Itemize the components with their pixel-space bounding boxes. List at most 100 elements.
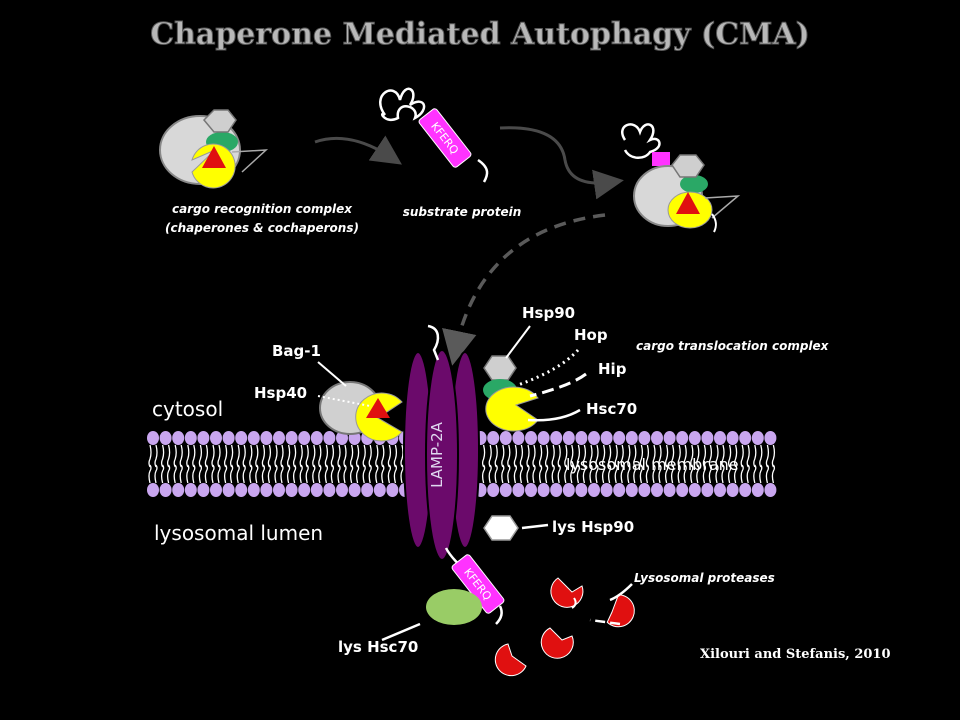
lipid-tail: [570, 464, 574, 484]
lipid-tail: [236, 464, 240, 484]
hsc70-label: Hsc70: [586, 400, 637, 418]
lipid-head-top: [260, 431, 273, 445]
lipid-tail: [355, 464, 360, 484]
lipid-head-bottom: [260, 483, 273, 497]
bound-kferq-tag: [652, 152, 670, 166]
lipid-head-top: [701, 431, 714, 445]
lipid-tail: [481, 444, 486, 468]
lipid-tail: [595, 444, 599, 468]
lipid-tail: [280, 444, 284, 468]
lipid-tail: [551, 444, 555, 468]
lipid-tail: [627, 444, 631, 468]
lipid-head-bottom: [361, 483, 374, 497]
lipid-head-top: [688, 431, 701, 445]
lipid-tail: [381, 464, 385, 484]
lipid-head-bottom: [336, 483, 348, 497]
lipid-head-bottom: [764, 483, 777, 497]
lipid-tail: [343, 444, 347, 468]
lipid-head-top: [323, 431, 336, 445]
lipid-tail: [249, 444, 253, 468]
protease-3: [540, 627, 574, 659]
lipid-tail: [765, 444, 770, 468]
lipid-tail: [223, 444, 228, 468]
lipid-head-top: [147, 431, 159, 445]
lipid-tail: [198, 464, 203, 484]
lipid-tail: [721, 444, 725, 468]
lipid-tail: [607, 464, 612, 484]
lipid-head-bottom: [172, 483, 185, 497]
lipid-tail: [708, 444, 713, 468]
lipid-tail: [507, 464, 511, 484]
lipid-head-bottom: [147, 483, 159, 497]
lipid-tail: [204, 444, 209, 468]
lipid-head-bottom: [386, 483, 399, 497]
lamp2a-receptor: LAMP-2A: [403, 324, 480, 561]
lipid-tail: [513, 464, 518, 484]
protease-1: [550, 577, 584, 608]
lipid-tail: [645, 464, 650, 484]
hop-pointer: [517, 348, 580, 387]
lys-hsp90-label: lys Hsp90: [552, 518, 634, 536]
lipid-tail: [312, 444, 316, 468]
lipid-tail: [261, 444, 266, 468]
lipid-tail: [513, 444, 518, 468]
lipid-head-top: [714, 431, 726, 445]
lipid-tail: [368, 464, 372, 484]
lipid-head-bottom: [600, 483, 613, 497]
lipid-head-top: [499, 431, 512, 445]
bound-hop-shape: [680, 175, 708, 193]
lipid-tail: [318, 444, 322, 468]
lipid-head-bottom: [751, 483, 764, 497]
lipid-head-top: [613, 431, 626, 445]
lipid-tail: [532, 444, 536, 468]
lipid-tail: [501, 444, 505, 468]
lipid-head-bottom: [373, 483, 386, 497]
lipid-head-top: [512, 431, 525, 445]
lipid-tail: [249, 464, 253, 484]
lipid-head-top: [739, 431, 752, 445]
substrate-coil: [379, 87, 426, 122]
lipid-tail: [690, 444, 694, 468]
lipid-tail: [733, 464, 738, 484]
lipid-head-bottom: [663, 483, 676, 497]
lipid-tail: [400, 444, 404, 468]
lipid-head-bottom: [487, 483, 500, 497]
lipid-tail: [564, 464, 568, 484]
lipid-head-top: [172, 431, 185, 445]
lipid-tail: [576, 464, 581, 484]
lipid-tail: [733, 444, 738, 468]
lipid-tail: [217, 444, 221, 468]
lipid-tail: [519, 464, 524, 484]
lipid-head-top: [525, 431, 537, 445]
lipid-tail: [337, 464, 341, 484]
lipid-tail: [652, 444, 656, 468]
lipid-tail: [312, 464, 316, 484]
lipid-tail: [192, 464, 196, 484]
lysosomal-proteases-group: [494, 577, 635, 677]
lipid-head-top: [588, 431, 600, 445]
lipid-head-top: [487, 431, 500, 445]
lipid-tail: [544, 444, 549, 468]
lipid-head-bottom: [651, 483, 663, 497]
lipid-head-bottom: [537, 483, 550, 497]
lipid-tail: [576, 444, 581, 468]
lipid-tail: [620, 464, 624, 484]
lipid-head-top: [663, 431, 676, 445]
lipid-head-bottom: [550, 483, 563, 497]
lipid-tail: [375, 464, 379, 484]
lipid-tail: [721, 464, 725, 484]
hsp90-right-shape: [483, 355, 517, 381]
lipid-tail: [387, 444, 392, 468]
lipid-tail: [337, 444, 341, 468]
lipid-tail: [173, 464, 177, 484]
substrate-tail: [477, 158, 489, 183]
lipid-tail: [519, 444, 524, 468]
lipid-tail: [330, 464, 335, 484]
lipid-head-top: [600, 431, 613, 445]
lipid-tail: [368, 444, 372, 468]
lipid-tail: [236, 444, 240, 468]
lipid-tail: [274, 464, 278, 484]
protease-pointer-1: [609, 583, 633, 602]
cargo-triangle: [202, 146, 226, 168]
hsp90-shape: [202, 109, 237, 133]
